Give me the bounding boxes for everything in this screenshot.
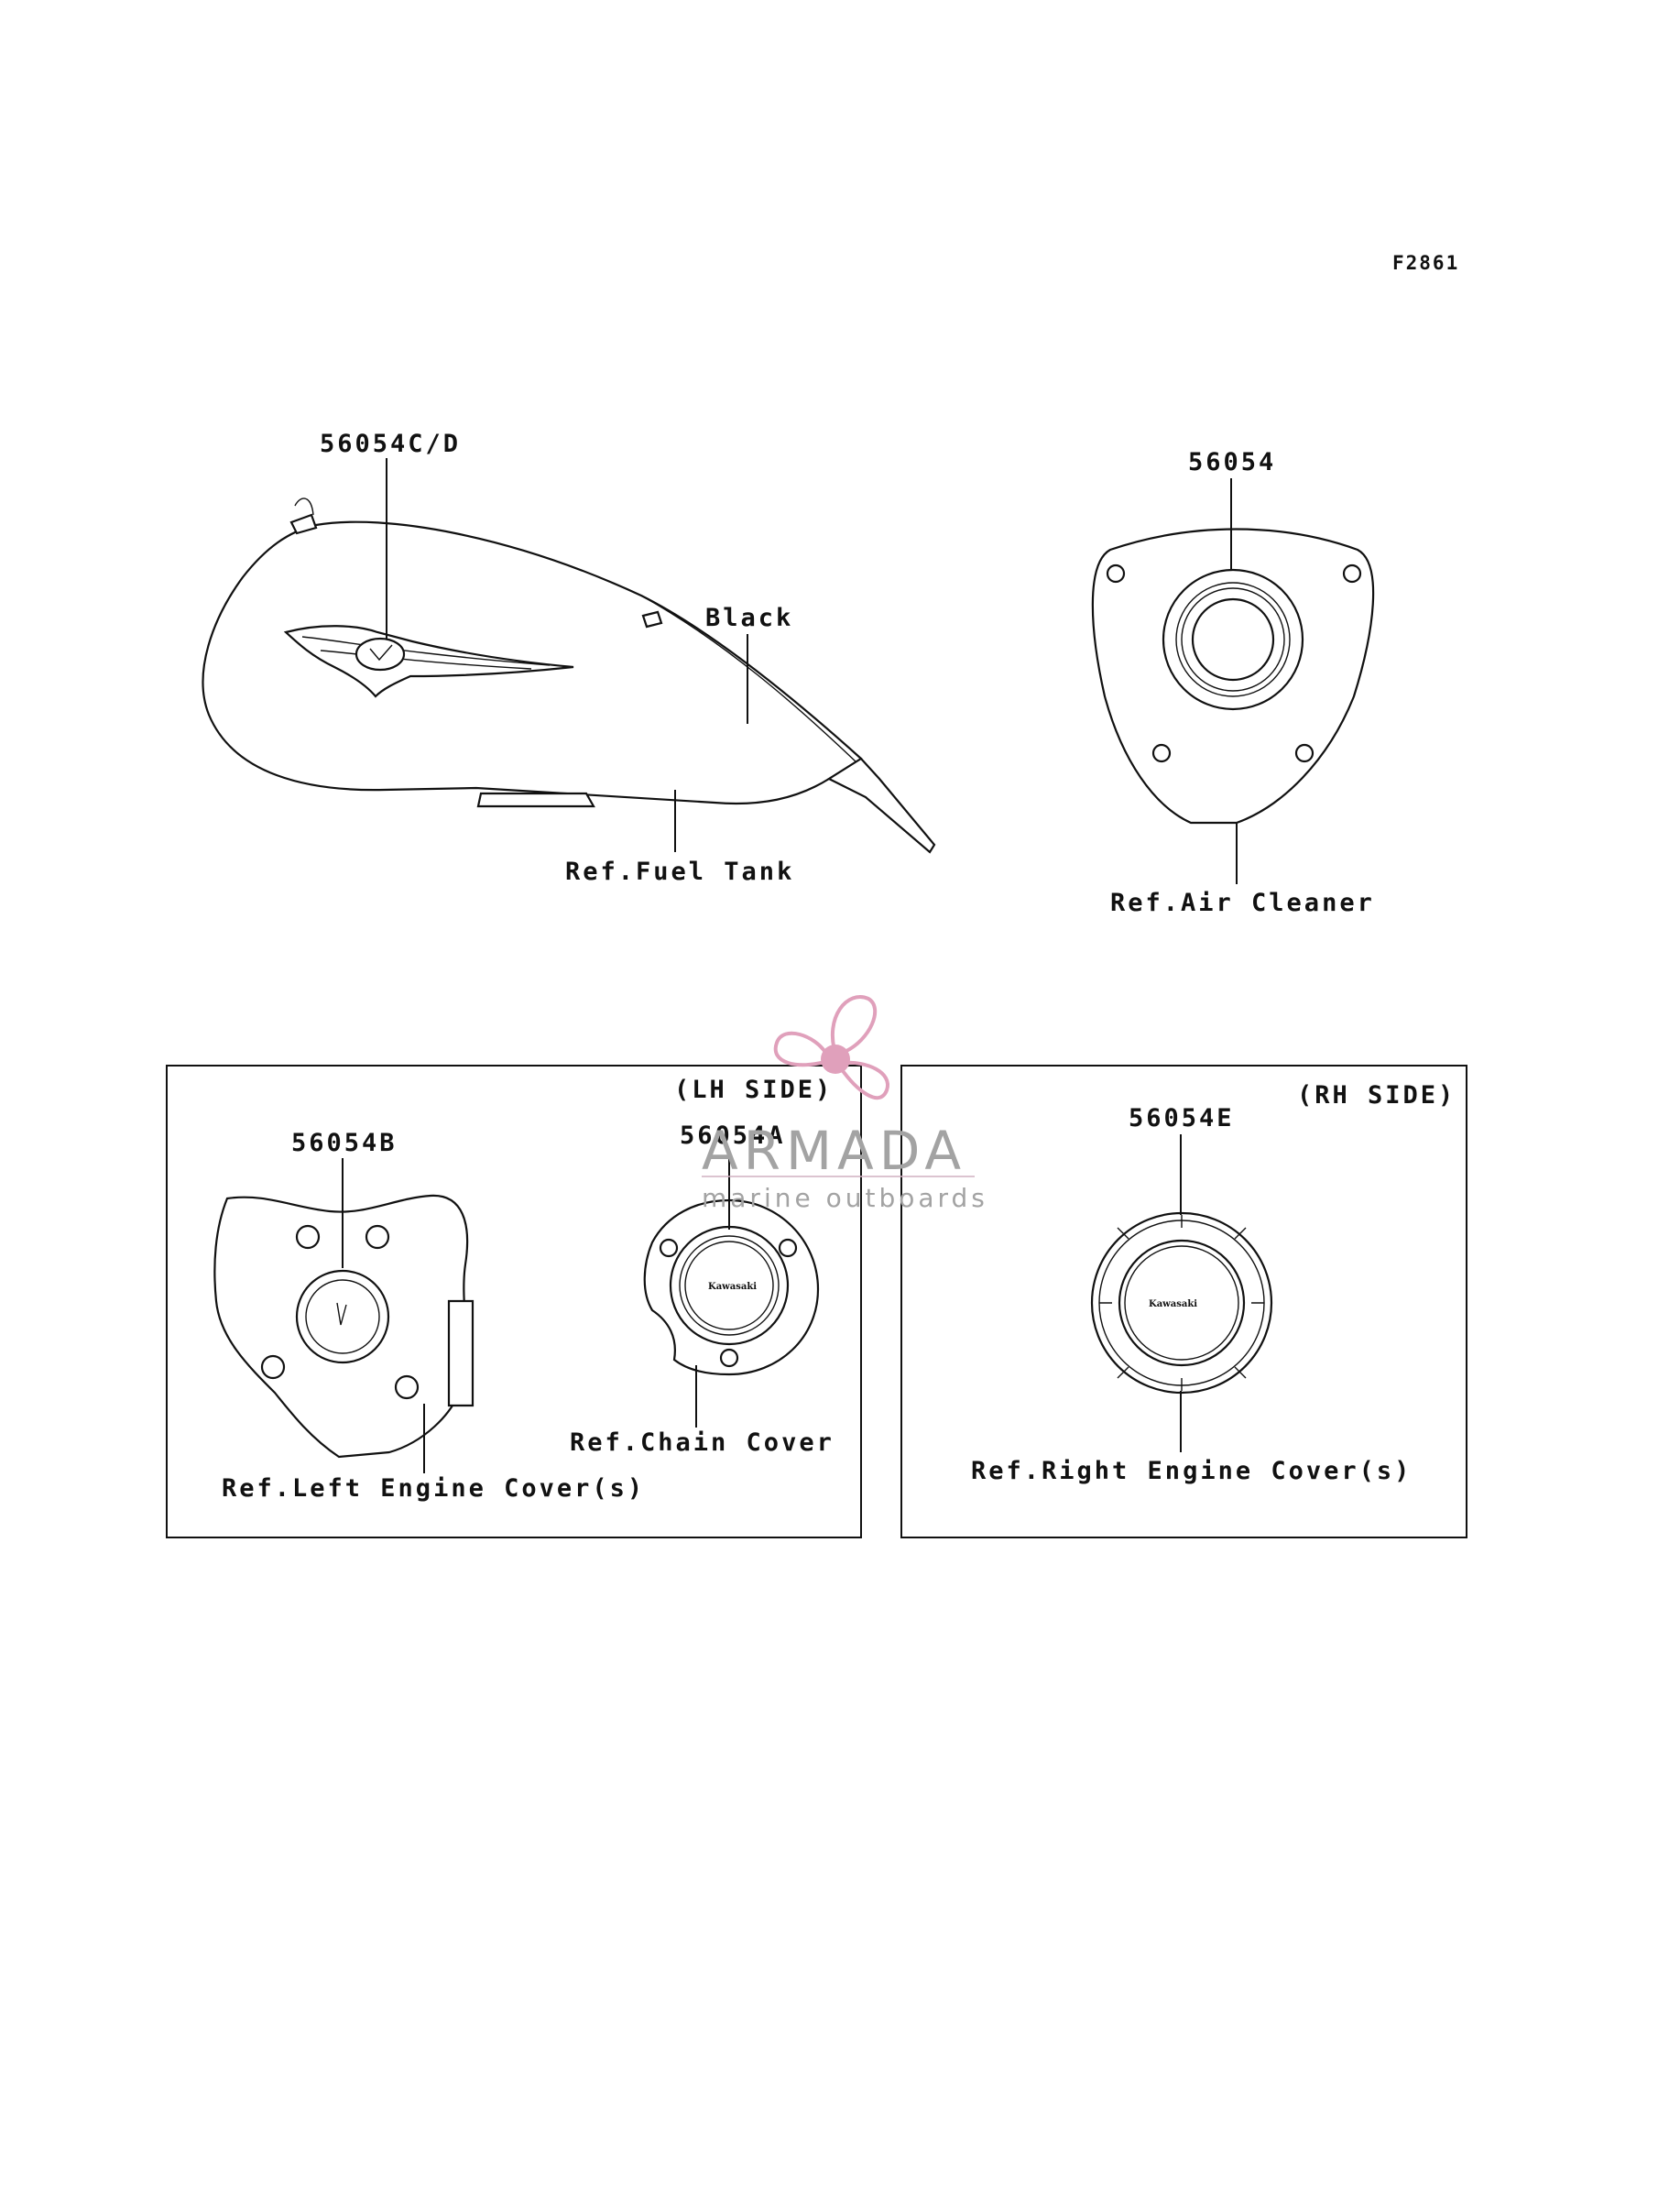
right-engine-cover-drawing: Kawasaki — [1090, 1211, 1273, 1395]
fuel-tank-drawing — [202, 498, 936, 854]
chain-cover-drawing: Kawasaki — [643, 1198, 820, 1376]
chain-cover-emblem: Kawasaki — [708, 1282, 757, 1292]
callout-56054e: 56054E — [1129, 1104, 1235, 1132]
armada-watermark: ARMADA marine outboards — [702, 995, 988, 1213]
watermark-name: ARMADA — [702, 1120, 966, 1182]
callout-ref-left-engine-cover: Ref.Left Engine Cover(s) — [222, 1474, 645, 1503]
watermark-tagline: marine outboards — [702, 1183, 988, 1213]
lh-side-panel — [166, 1065, 862, 1538]
rh-side-panel — [900, 1065, 1467, 1538]
air-cleaner-drawing — [1091, 528, 1375, 825]
propeller-icon — [773, 995, 889, 1100]
callout-56054b: 56054B — [291, 1129, 398, 1157]
rh-side-label: (RH SIDE) — [1297, 1081, 1456, 1110]
callout-black: Black — [705, 604, 793, 632]
callout-ref-right-engine-cover: Ref.Right Engine Cover(s) — [971, 1457, 1412, 1485]
figure-code: F2861 — [1392, 252, 1459, 274]
callout-56054a: 56054A — [680, 1121, 786, 1150]
callout-56054: 56054 — [1188, 448, 1276, 476]
callout-56054cd: 56054C/D — [320, 430, 461, 458]
callout-ref-air-cleaner: Ref.Air Cleaner — [1110, 889, 1375, 917]
lh-side-label: (LH SIDE) — [674, 1076, 833, 1104]
callout-ref-fuel-tank: Ref.Fuel Tank — [565, 858, 794, 886]
right-cover-emblem: Kawasaki — [1149, 1299, 1197, 1309]
tank-emblem — [283, 625, 574, 698]
callout-ref-chain-cover: Ref.Chain Cover — [570, 1428, 835, 1457]
left-engine-cover-drawing — [213, 1194, 475, 1459]
